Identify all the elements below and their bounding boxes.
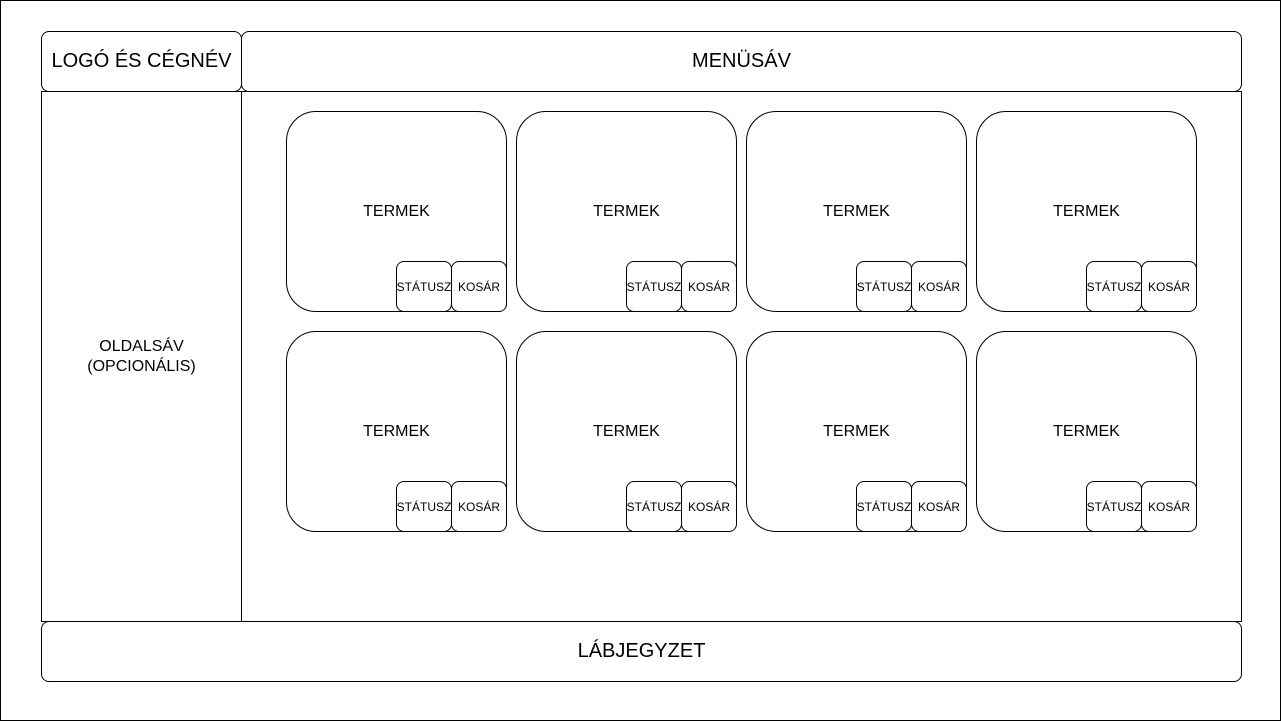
product-label: TERMEK xyxy=(363,203,430,220)
cart-label: KOSÁR xyxy=(687,499,730,514)
cart-label: KOSÁR xyxy=(457,499,500,514)
product-card[interactable]: TERMEK STÁTUSZ KOSÁR xyxy=(516,111,737,312)
add-to-cart-button[interactable]: KOSÁR xyxy=(1141,481,1197,532)
product-status-badge: STÁTUSZ xyxy=(396,481,452,532)
status-label: STÁTUSZ xyxy=(856,279,912,294)
product-status-badge: STÁTUSZ xyxy=(626,261,682,312)
cart-label: KOSÁR xyxy=(917,279,960,294)
sidebar: OLDALSÁV (OPCIONÁLIS) xyxy=(41,91,242,622)
product-status-badge: STÁTUSZ xyxy=(396,261,452,312)
cart-label: KOSÁR xyxy=(687,279,730,294)
footer: LÁBJEGYZET xyxy=(41,621,1242,682)
menu-bar-label: MENÜSÁV xyxy=(692,50,791,72)
status-label: STÁTUSZ xyxy=(626,279,682,294)
add-to-cart-button[interactable]: KOSÁR xyxy=(1141,261,1197,312)
add-to-cart-button[interactable]: KOSÁR xyxy=(911,481,967,532)
status-label: STÁTUSZ xyxy=(396,279,452,294)
add-to-cart-button[interactable]: KOSÁR xyxy=(681,261,737,312)
product-label: TERMEK xyxy=(1053,203,1120,220)
add-to-cart-button[interactable]: KOSÁR xyxy=(911,261,967,312)
product-label: TERMEK xyxy=(823,423,890,440)
product-status-badge: STÁTUSZ xyxy=(1086,261,1142,312)
product-label: TERMEK xyxy=(363,423,430,440)
sidebar-label-line1: OLDALSÁV xyxy=(99,337,184,355)
product-status-badge: STÁTUSZ xyxy=(856,481,912,532)
product-card[interactable]: TERMEK STÁTUSZ KOSÁR xyxy=(746,111,967,312)
status-label: STÁTUSZ xyxy=(856,499,912,514)
logo-and-company-name[interactable]: LOGÓ ÉS CÉGNÉV xyxy=(41,31,242,92)
status-label: STÁTUSZ xyxy=(396,499,452,514)
cart-label: KOSÁR xyxy=(457,279,500,294)
add-to-cart-button[interactable]: KOSÁR xyxy=(451,481,507,532)
add-to-cart-button[interactable]: KOSÁR xyxy=(451,261,507,312)
cart-label: KOSÁR xyxy=(1147,499,1190,514)
add-to-cart-button[interactable]: KOSÁR xyxy=(681,481,737,532)
sidebar-label-line2: (OPCIONÁLIS) xyxy=(87,357,196,375)
product-card[interactable]: TERMEK STÁTUSZ KOSÁR xyxy=(516,331,737,532)
product-card[interactable]: TERMEK STÁTUSZ KOSÁR xyxy=(286,331,507,532)
cart-label: KOSÁR xyxy=(1147,279,1190,294)
menu-bar[interactable]: MENÜSÁV xyxy=(241,31,1242,92)
product-label: TERMEK xyxy=(593,203,660,220)
product-status-badge: STÁTUSZ xyxy=(626,481,682,532)
product-card[interactable]: TERMEK STÁTUSZ KOSÁR xyxy=(976,111,1197,312)
logo-label: LOGÓ ÉS CÉGNÉV xyxy=(51,50,232,72)
status-label: STÁTUSZ xyxy=(1086,279,1142,294)
footer-label: LÁBJEGYZET xyxy=(577,640,706,662)
status-label: STÁTUSZ xyxy=(1086,499,1142,514)
product-label: TERMEK xyxy=(593,423,660,440)
cart-label: KOSÁR xyxy=(917,499,960,514)
product-card[interactable]: TERMEK STÁTUSZ KOSÁR xyxy=(976,331,1197,532)
product-card[interactable]: TERMEK STÁTUSZ KOSÁR xyxy=(746,331,967,532)
product-status-badge: STÁTUSZ xyxy=(1086,481,1142,532)
status-label: STÁTUSZ xyxy=(626,499,682,514)
product-card[interactable]: TERMEK STÁTUSZ KOSÁR xyxy=(286,111,507,312)
product-label: TERMEK xyxy=(1053,423,1120,440)
product-status-badge: STÁTUSZ xyxy=(856,261,912,312)
product-label: TERMEK xyxy=(823,203,890,220)
